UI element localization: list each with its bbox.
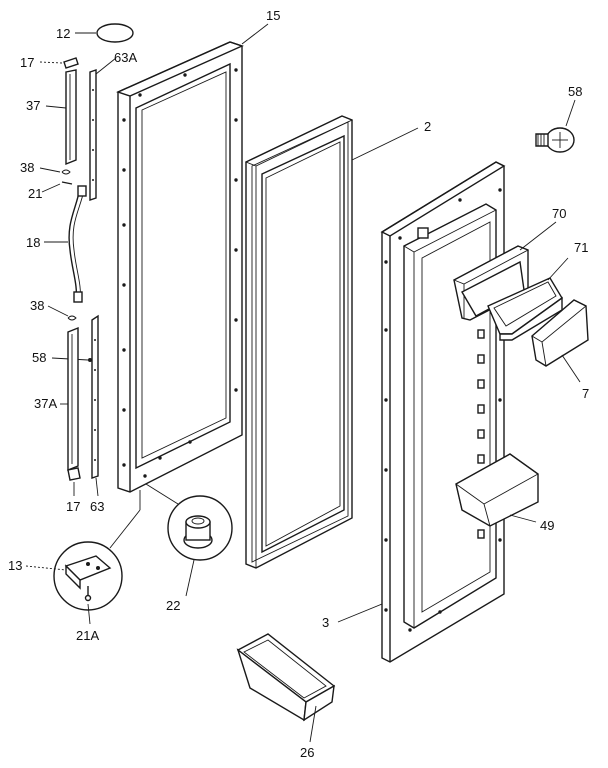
callout-13: 13 xyxy=(8,558,22,573)
callout-49: 49 xyxy=(540,518,554,533)
part-12-oval-cap xyxy=(75,23,134,43)
part-37A-lower-trim xyxy=(60,326,79,472)
part-2-door-gasket xyxy=(244,115,419,569)
part-7-cover xyxy=(531,299,589,383)
callout-63: 63 xyxy=(90,499,104,514)
callout-63A: 63A xyxy=(114,50,137,65)
part-18-door-cable xyxy=(44,185,87,303)
callout-26: 26 xyxy=(300,745,314,760)
callout-7: 7 xyxy=(582,386,589,401)
part-17-bottom-cap xyxy=(67,467,81,496)
callout-18: 18 xyxy=(26,235,40,250)
part-21-screw-top xyxy=(41,181,73,193)
part-63-lower-hinge-strip xyxy=(91,314,99,497)
callout-37A: 37A xyxy=(34,396,57,411)
callout-70: 70 xyxy=(552,206,566,221)
part-22-hinge-cup-detail xyxy=(145,483,233,597)
callout-17-bottom: 17 xyxy=(66,499,80,514)
part-15-door-frame xyxy=(116,23,269,493)
callout-71: 71 xyxy=(574,240,588,255)
part-58-screw-right xyxy=(535,99,576,153)
callout-21: 21 xyxy=(28,186,42,201)
callout-15: 15 xyxy=(266,8,280,23)
part-49-lower-bin xyxy=(455,453,539,527)
part-3-door-liner xyxy=(337,161,506,663)
callout-labels: 12 15 17 63A 37 38 21 18 38 58 37A 17 63… xyxy=(8,8,589,760)
part-38-lower-clip xyxy=(47,305,77,321)
callout-38-bottom: 38 xyxy=(30,298,44,313)
callout-2: 2 xyxy=(424,119,431,134)
callout-58-left: 58 xyxy=(32,350,46,365)
part-63A-upper-hinge-strip xyxy=(89,57,117,201)
callout-37: 37 xyxy=(26,98,40,113)
callout-21A: 21A xyxy=(76,628,99,643)
callout-22: 22 xyxy=(166,598,180,613)
part-37-upper-trim xyxy=(45,69,77,166)
part-13-hinge-detail xyxy=(25,490,141,625)
part-17-top-cap xyxy=(39,57,79,69)
callout-12: 12 xyxy=(56,26,70,41)
callout-58-right: 58 xyxy=(568,84,582,99)
frame-15-holes xyxy=(122,68,238,478)
part-26-tray xyxy=(236,633,336,743)
callout-17-top: 17 xyxy=(20,55,34,70)
part-38-upper-clip xyxy=(39,167,71,175)
callout-38-top: 38 xyxy=(20,160,34,175)
callout-3: 3 xyxy=(322,615,329,630)
